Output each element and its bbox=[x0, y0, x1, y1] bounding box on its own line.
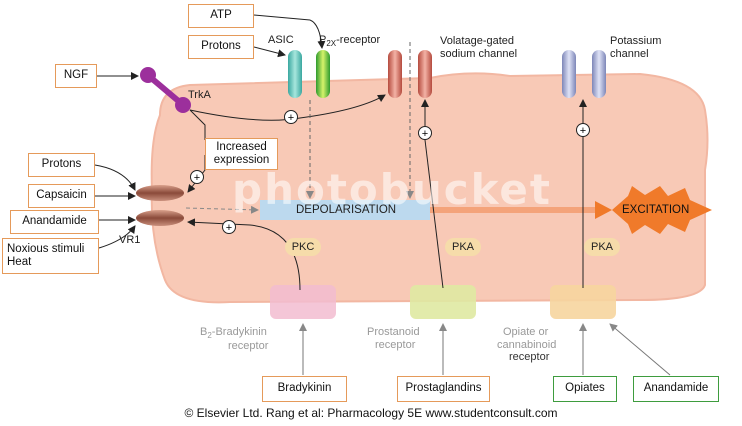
protons-top-box: Protons bbox=[188, 35, 254, 59]
asic-channel bbox=[288, 50, 302, 98]
opiate-cannabinoid-receptor-label: Opiate or cannabinoid receptor bbox=[497, 326, 557, 364]
pkc-badge: PKC bbox=[285, 238, 321, 256]
plus-circle-pka1 bbox=[418, 126, 432, 140]
trka-ball bbox=[175, 97, 191, 113]
excitation-starburst bbox=[612, 186, 712, 234]
vr1-label: VR1 bbox=[119, 234, 141, 246]
noxious-stimuli-box: Noxious stimuli Heat bbox=[2, 238, 99, 274]
plus-circle-vr1 bbox=[190, 170, 204, 184]
p2x-channel bbox=[316, 50, 330, 98]
excitation-label: EXCITATION bbox=[622, 204, 690, 216]
pka-badge-2: PKA bbox=[584, 238, 620, 256]
increased-expression-box: Increased expression bbox=[205, 138, 278, 170]
pka-badge-1: PKA bbox=[445, 238, 481, 256]
potassium-channel-left bbox=[562, 50, 576, 98]
depolarisation-bar bbox=[260, 200, 430, 220]
plus-sign: + bbox=[194, 172, 200, 184]
bradykinin-box: Bradykinin bbox=[262, 376, 347, 402]
plus-sign: + bbox=[422, 128, 428, 140]
anandamide-bottom-box: Anandamide bbox=[633, 376, 719, 402]
plus-sign: + bbox=[226, 222, 232, 234]
prostaglandins-box: Prostaglandins bbox=[397, 376, 490, 402]
b2-bradykinin-receptor-label: B2-Bradykinin receptor bbox=[200, 326, 269, 353]
plus-circle-trka bbox=[284, 110, 298, 124]
excitation-arrow-head bbox=[595, 201, 612, 219]
sodium-channel-right bbox=[418, 50, 432, 98]
plus-sign: + bbox=[580, 125, 586, 137]
anandamide-left-box: Anandamide bbox=[10, 210, 99, 234]
copyright-text: © Elsevier Ltd. Rang et al: Pharmacology… bbox=[184, 406, 558, 420]
protons-left-box: Protons bbox=[28, 153, 95, 177]
vr1-upper bbox=[136, 185, 184, 201]
b2-receptor-shape bbox=[270, 285, 336, 319]
p2x-label: P2X-receptor bbox=[319, 34, 381, 49]
atp-box: ATP bbox=[188, 4, 254, 28]
capsaicin-box: Capsaicin bbox=[28, 184, 95, 208]
vr1-lower bbox=[136, 210, 184, 226]
prostanoid-receptor-shape bbox=[410, 285, 476, 319]
sodium-channel-left bbox=[388, 50, 402, 98]
asic-label: ASIC bbox=[268, 34, 294, 46]
plus-sign: + bbox=[288, 112, 294, 124]
depolarisation-label: DEPOLARISATION bbox=[296, 204, 397, 216]
potassium-channel-right bbox=[592, 50, 606, 98]
opiates-box: Opiates bbox=[553, 376, 617, 402]
opiate-receptor-shape bbox=[550, 285, 616, 319]
ngf-ball bbox=[140, 67, 156, 83]
watermark: photobucket bbox=[232, 165, 552, 214]
plus-circle-pka2 bbox=[576, 123, 590, 137]
ngf-box: NGF bbox=[55, 64, 97, 88]
plus-circle-pkc bbox=[222, 220, 236, 234]
trka-label: TrkA bbox=[188, 89, 211, 101]
